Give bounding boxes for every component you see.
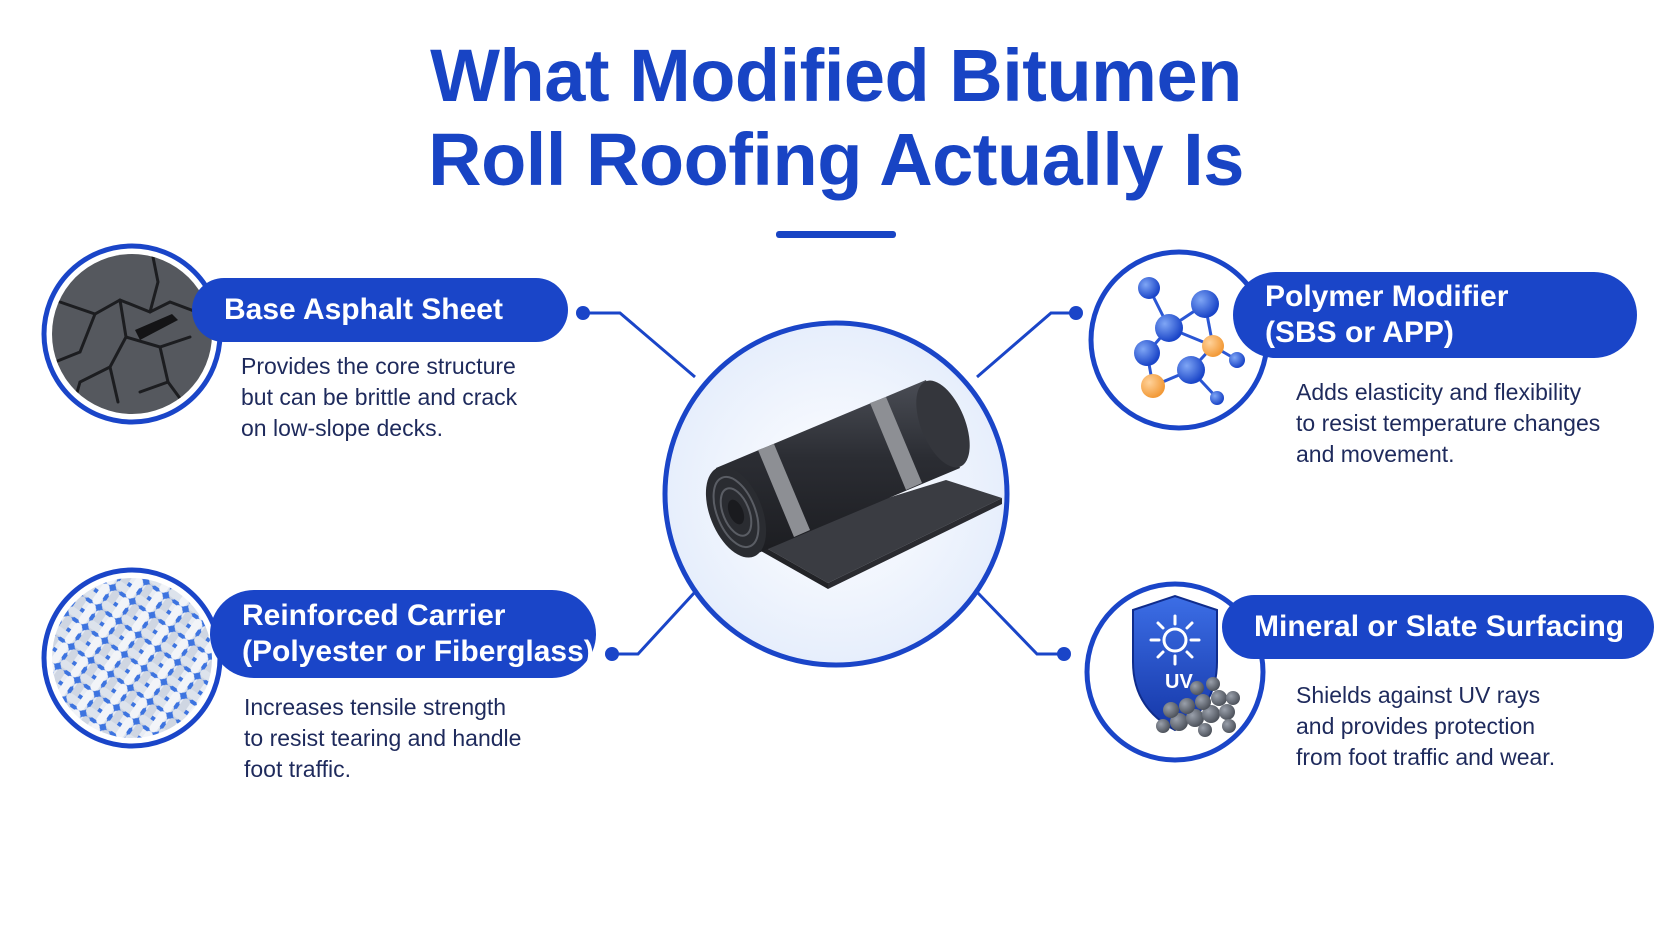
reinforced-carrier-desc-line-2: to resist tearing and handle [244, 725, 522, 751]
molecule-icon [1088, 249, 1270, 431]
reinforced-carrier-title-line-2: (Polyester or Fiberglass) [242, 635, 594, 668]
mineral-surfacing-title-pill: Mineral or Slate Surfacing [1222, 595, 1654, 659]
connector-dot-base [576, 306, 590, 320]
page-title: What Modified Bitumen Roll Roofing Actua… [0, 34, 1672, 202]
polymer-modifier-title-line-2: (SBS or APP) [1265, 316, 1454, 349]
polymer-modifier-description: Adds elasticity and flexibility to resis… [1296, 377, 1600, 470]
polymer-modifier-desc-line-3: and movement. [1296, 441, 1455, 467]
title-underline [776, 231, 896, 238]
connector-polymer [976, 311, 1076, 379]
reinforced-carrier-title-pill: Reinforced Carrier (Polyester or Fibergl… [210, 590, 596, 678]
polymer-modifier-title-line-1: Polymer Modifier [1265, 280, 1509, 313]
base-asphalt-title-pill: Base Asphalt Sheet [192, 278, 568, 342]
connector-dot-carrier [605, 647, 619, 661]
reinforced-carrier-description: Increases tensile strength to resist tea… [244, 692, 521, 785]
connector-surfacing [975, 590, 1064, 656]
base-asphalt-title: Base Asphalt Sheet [224, 293, 503, 326]
cracked-asphalt-icon [41, 243, 223, 425]
title-line-1: What Modified Bitumen [430, 34, 1242, 117]
uv-badge-text: UV [1165, 671, 1193, 693]
connector-dot-polymer [1069, 306, 1083, 320]
reinforced-carrier-desc-line-1: Increases tensile strength [244, 694, 507, 720]
mineral-surfacing-desc-line-2: and provides protection [1296, 713, 1536, 739]
roofing-roll-icon [662, 320, 1010, 668]
mineral-surfacing-description: Shields against UV rays and provides pro… [1296, 680, 1555, 773]
polymer-modifier-desc-line-1: Adds elasticity and flexibility [1296, 379, 1582, 405]
mineral-surfacing-desc-line-1: Shields against UV rays [1296, 682, 1541, 708]
polymer-modifier-title-pill: Polymer Modifier (SBS or APP) [1233, 272, 1637, 358]
base-asphalt-description: Provides the core structure but can be b… [241, 351, 517, 444]
reinforced-carrier-desc-line-3: foot traffic. [244, 756, 351, 782]
polymer-modifier-desc-line-2: to resist temperature changes [1296, 410, 1601, 436]
mineral-surfacing-desc-line-3: from foot traffic and wear. [1296, 744, 1556, 770]
base-asphalt-desc-line-2: but can be brittle and crack [241, 384, 518, 410]
base-asphalt-desc-line-1: Provides the core structure [241, 353, 516, 379]
title-line-2: Roll Roofing Actually Is [428, 118, 1244, 201]
base-asphalt-desc-line-3: on low-slope decks. [241, 415, 443, 441]
reinforced-carrier-title-line-1: Reinforced Carrier [242, 599, 506, 632]
mineral-surfacing-title: Mineral or Slate Surfacing [1254, 610, 1625, 643]
connector-dot-surfacing [1057, 647, 1071, 661]
connector-carrier [612, 590, 697, 656]
connector-base [583, 311, 696, 379]
uv-shield-granules-icon: UV [1084, 581, 1266, 763]
woven-mesh-icon [41, 567, 223, 749]
